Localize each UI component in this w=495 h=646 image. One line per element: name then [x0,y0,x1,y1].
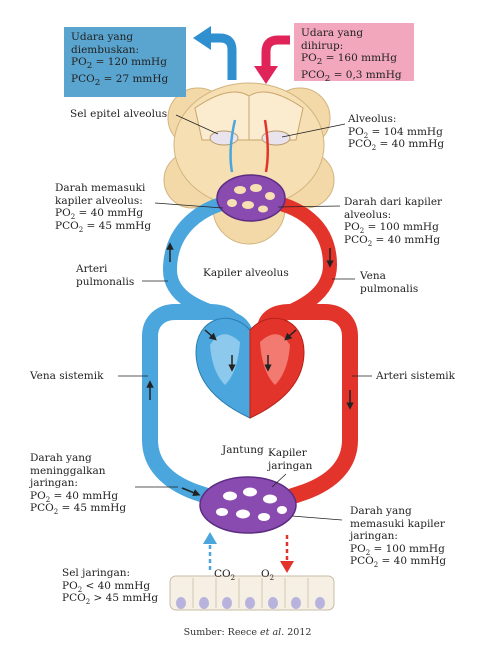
inhaled-title: Udara yang dihirup: [301,27,364,52]
heart [195,317,305,419]
exhaled-po2: PO2 = 120 mmHg [71,56,167,72]
co2-marker: CO2 [214,568,236,583]
label-arteri-sistemik: Arteri sistemik [376,370,455,382]
label-vena-pulmonalis: Vena pulmonalis [360,270,419,295]
label-arteri-pulmonalis: Arteri pulmonalis [76,263,135,288]
label-darah-meninggalkan: Darah yang meninggalkan jaringan: PO2 = … [30,452,127,517]
label-alveolus: Alveolus: PO2 = 104 mmHg PCO2 = 40 mmHg [348,113,445,153]
leader-lines [118,114,372,521]
systemic-vein [142,304,243,505]
inhaled-air-box: Udara yang dihirup: PO2 = 160 mmHg PCO2 … [294,23,414,84]
label-darah-memasuki-jaringan: Darah yang memasuki kapiler jaringan: PO… [350,505,447,570]
label-vena-sistemik: Vena sistemik [30,370,104,382]
inhaled-arrowhead [254,66,278,84]
inhaled-air-arrow [261,35,290,70]
exhaled-arrowhead [193,26,211,50]
tissue-cells [169,575,335,611]
tissue-capillary-net [199,476,297,534]
inhaled-po2: PO2 = 160 mmHg [301,52,397,68]
label-kapiler-jaringan: Kapiler jaringan [268,447,313,472]
exhaled-air-box: Udara yang diembuskan: PO2 = 120 mmHg PC… [64,27,186,97]
inhaled-pco2: PCO2 = 0,3 mmHg [301,68,402,84]
label-darah-dari-kapiler: Darah dari kapiler alveolus: PO2 = 100 m… [344,196,443,248]
label-jantung: Jantung [222,444,264,456]
exhaled-pco2: PCO2 = 27 mmHg [71,72,169,88]
label-sel-epitel: Sel epitel alveolus [70,108,168,120]
flow-arrows [146,242,354,497]
systemic-artery [257,304,358,505]
epithelial-cell-right [261,130,291,146]
label-kapiler-alveolus: Kapiler alveolus [203,267,289,279]
source-caption: Sumber: Reece et al. 2012 [183,627,312,638]
co2-arrowhead [203,532,217,544]
alveolar-capillary-net [216,174,286,222]
o2-marker: O2 [261,568,275,583]
label-darah-memasuki-alveolus: Darah memasuki kapiler alveolus: PO2 = 4… [55,182,152,234]
exhaled-air-arrow [208,33,237,80]
exhaled-title-1: Udara yang [71,31,134,43]
label-sel-jaringan: Sel jaringan: PO2 < 40 mmHg PCO2 > 45 mm… [62,567,159,607]
epithelial-cell-left [209,130,239,146]
exhaled-title-2: diembuskan: [71,43,140,56]
o2-arrowhead [280,561,294,573]
